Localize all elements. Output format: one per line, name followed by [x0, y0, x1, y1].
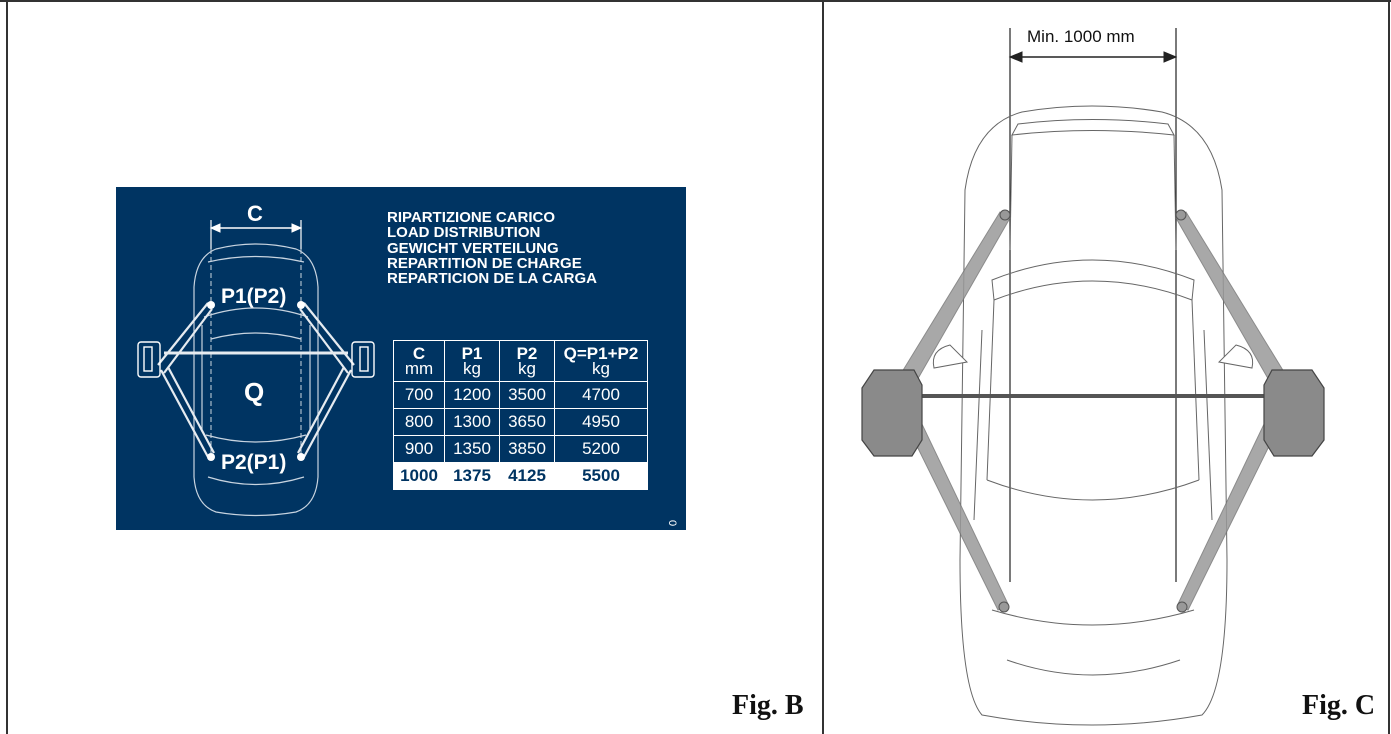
- table-cell: 1375: [444, 462, 500, 490]
- car-on-lift-illustration: [861, 28, 1325, 726]
- column-name: P1: [461, 344, 483, 363]
- table-cell: 4950: [554, 408, 648, 436]
- center-load-label: Q: [244, 377, 265, 407]
- min-width-dimension: [1008, 28, 1178, 582]
- left-border: [6, 0, 8, 734]
- car-outline: [193, 243, 319, 517]
- column-unit: kg: [518, 359, 536, 378]
- heading-line: REPARTICION DE LA CARGA: [387, 270, 597, 288]
- table-cell: 3500: [499, 381, 555, 409]
- center-divider: [822, 0, 824, 734]
- corner-mark: 0: [666, 519, 679, 527]
- load-distribution-heading: RIPARTIZIONE CARICO LOAD DISTRIBUTION GE…: [387, 209, 597, 288]
- column-header: P2 kg: [499, 340, 555, 382]
- heading-line: RIPARTIZIONE CARICO: [387, 209, 556, 226]
- table-cell: 900: [393, 435, 445, 463]
- table-cell: 1300: [444, 408, 500, 436]
- table-header-row: C mm P1 kg P2 kg Q=P1+P2 kg: [393, 340, 648, 382]
- lift-pads: [998, 209, 1188, 613]
- column-name: C: [412, 344, 426, 363]
- rear-point-label: P2(P1): [221, 451, 287, 474]
- figure-b-panel: C P1(P2) Q P2(P1) 0 RIPARTIZIONE CARICO …: [116, 187, 804, 721]
- column-name: Q=P1+P2: [563, 344, 639, 363]
- column-name: P2: [516, 344, 538, 363]
- right-border: [1388, 0, 1390, 734]
- table-row: 800 1300 3650 4950: [393, 408, 648, 436]
- front-point-label: P1(P2): [221, 285, 287, 308]
- load-distribution-plate: C P1(P2) Q P2(P1) 0 RIPARTIZIONE CARICO …: [116, 187, 686, 530]
- dimension-c-label: C: [247, 201, 263, 226]
- table-row: 900 1350 3850 5200: [393, 435, 648, 463]
- top-border: [0, 0, 1391, 2]
- dimension-c-marker: [209, 220, 303, 459]
- table-cell: 3850: [499, 435, 555, 463]
- car-lift-diagram: [137, 220, 375, 517]
- heading-line: GEWICHT VERTEILUNG: [387, 239, 559, 257]
- column-header: Q=P1+P2 kg: [554, 340, 648, 382]
- table-cell: 1200: [444, 381, 500, 409]
- table-cell: 1350: [444, 435, 500, 463]
- lift-arms: [901, 211, 1285, 611]
- column-header: C mm: [393, 340, 445, 382]
- heading-line: REPARTITION DE CHARGE: [387, 254, 582, 272]
- table-cell: 700: [393, 381, 445, 409]
- car-body-outline: [959, 105, 1228, 726]
- table-cell: 800: [393, 408, 445, 436]
- column-header: P1 kg: [444, 340, 500, 382]
- table-row: 700 1200 3500 4700: [393, 381, 648, 409]
- figure-c-panel: Min. 1000 mm: [822, 0, 1391, 734]
- heading-line: LOAD DISTRIBUTION: [387, 224, 541, 242]
- table-cell: 5200: [554, 435, 648, 463]
- table-cell: 4700: [554, 381, 648, 409]
- side-mirrors: [932, 344, 1254, 369]
- table-cell: 5500: [554, 462, 648, 490]
- table-row-highlighted: 1000 1375 4125 5500: [393, 462, 648, 490]
- table-cell: 1000: [393, 462, 445, 490]
- lift-bases: [861, 369, 1325, 457]
- lift-bases: [137, 341, 375, 378]
- figure-c-caption: Fig. C: [1302, 690, 1376, 721]
- lift-arms: [157, 302, 355, 458]
- column-unit: kg: [592, 359, 610, 378]
- min-width-label: Min. 1000 mm: [1027, 27, 1135, 46]
- figure-b-caption: Fig. B: [732, 690, 804, 721]
- table-cell: 3650: [499, 408, 555, 436]
- table-cell: 4125: [499, 462, 555, 490]
- column-unit: mm: [404, 359, 434, 378]
- load-distribution-table: C mm P1 kg P2 kg Q=P1+P2 kg 700 1200: [393, 340, 648, 490]
- column-unit: kg: [463, 359, 481, 378]
- lift-points: [207, 301, 305, 461]
